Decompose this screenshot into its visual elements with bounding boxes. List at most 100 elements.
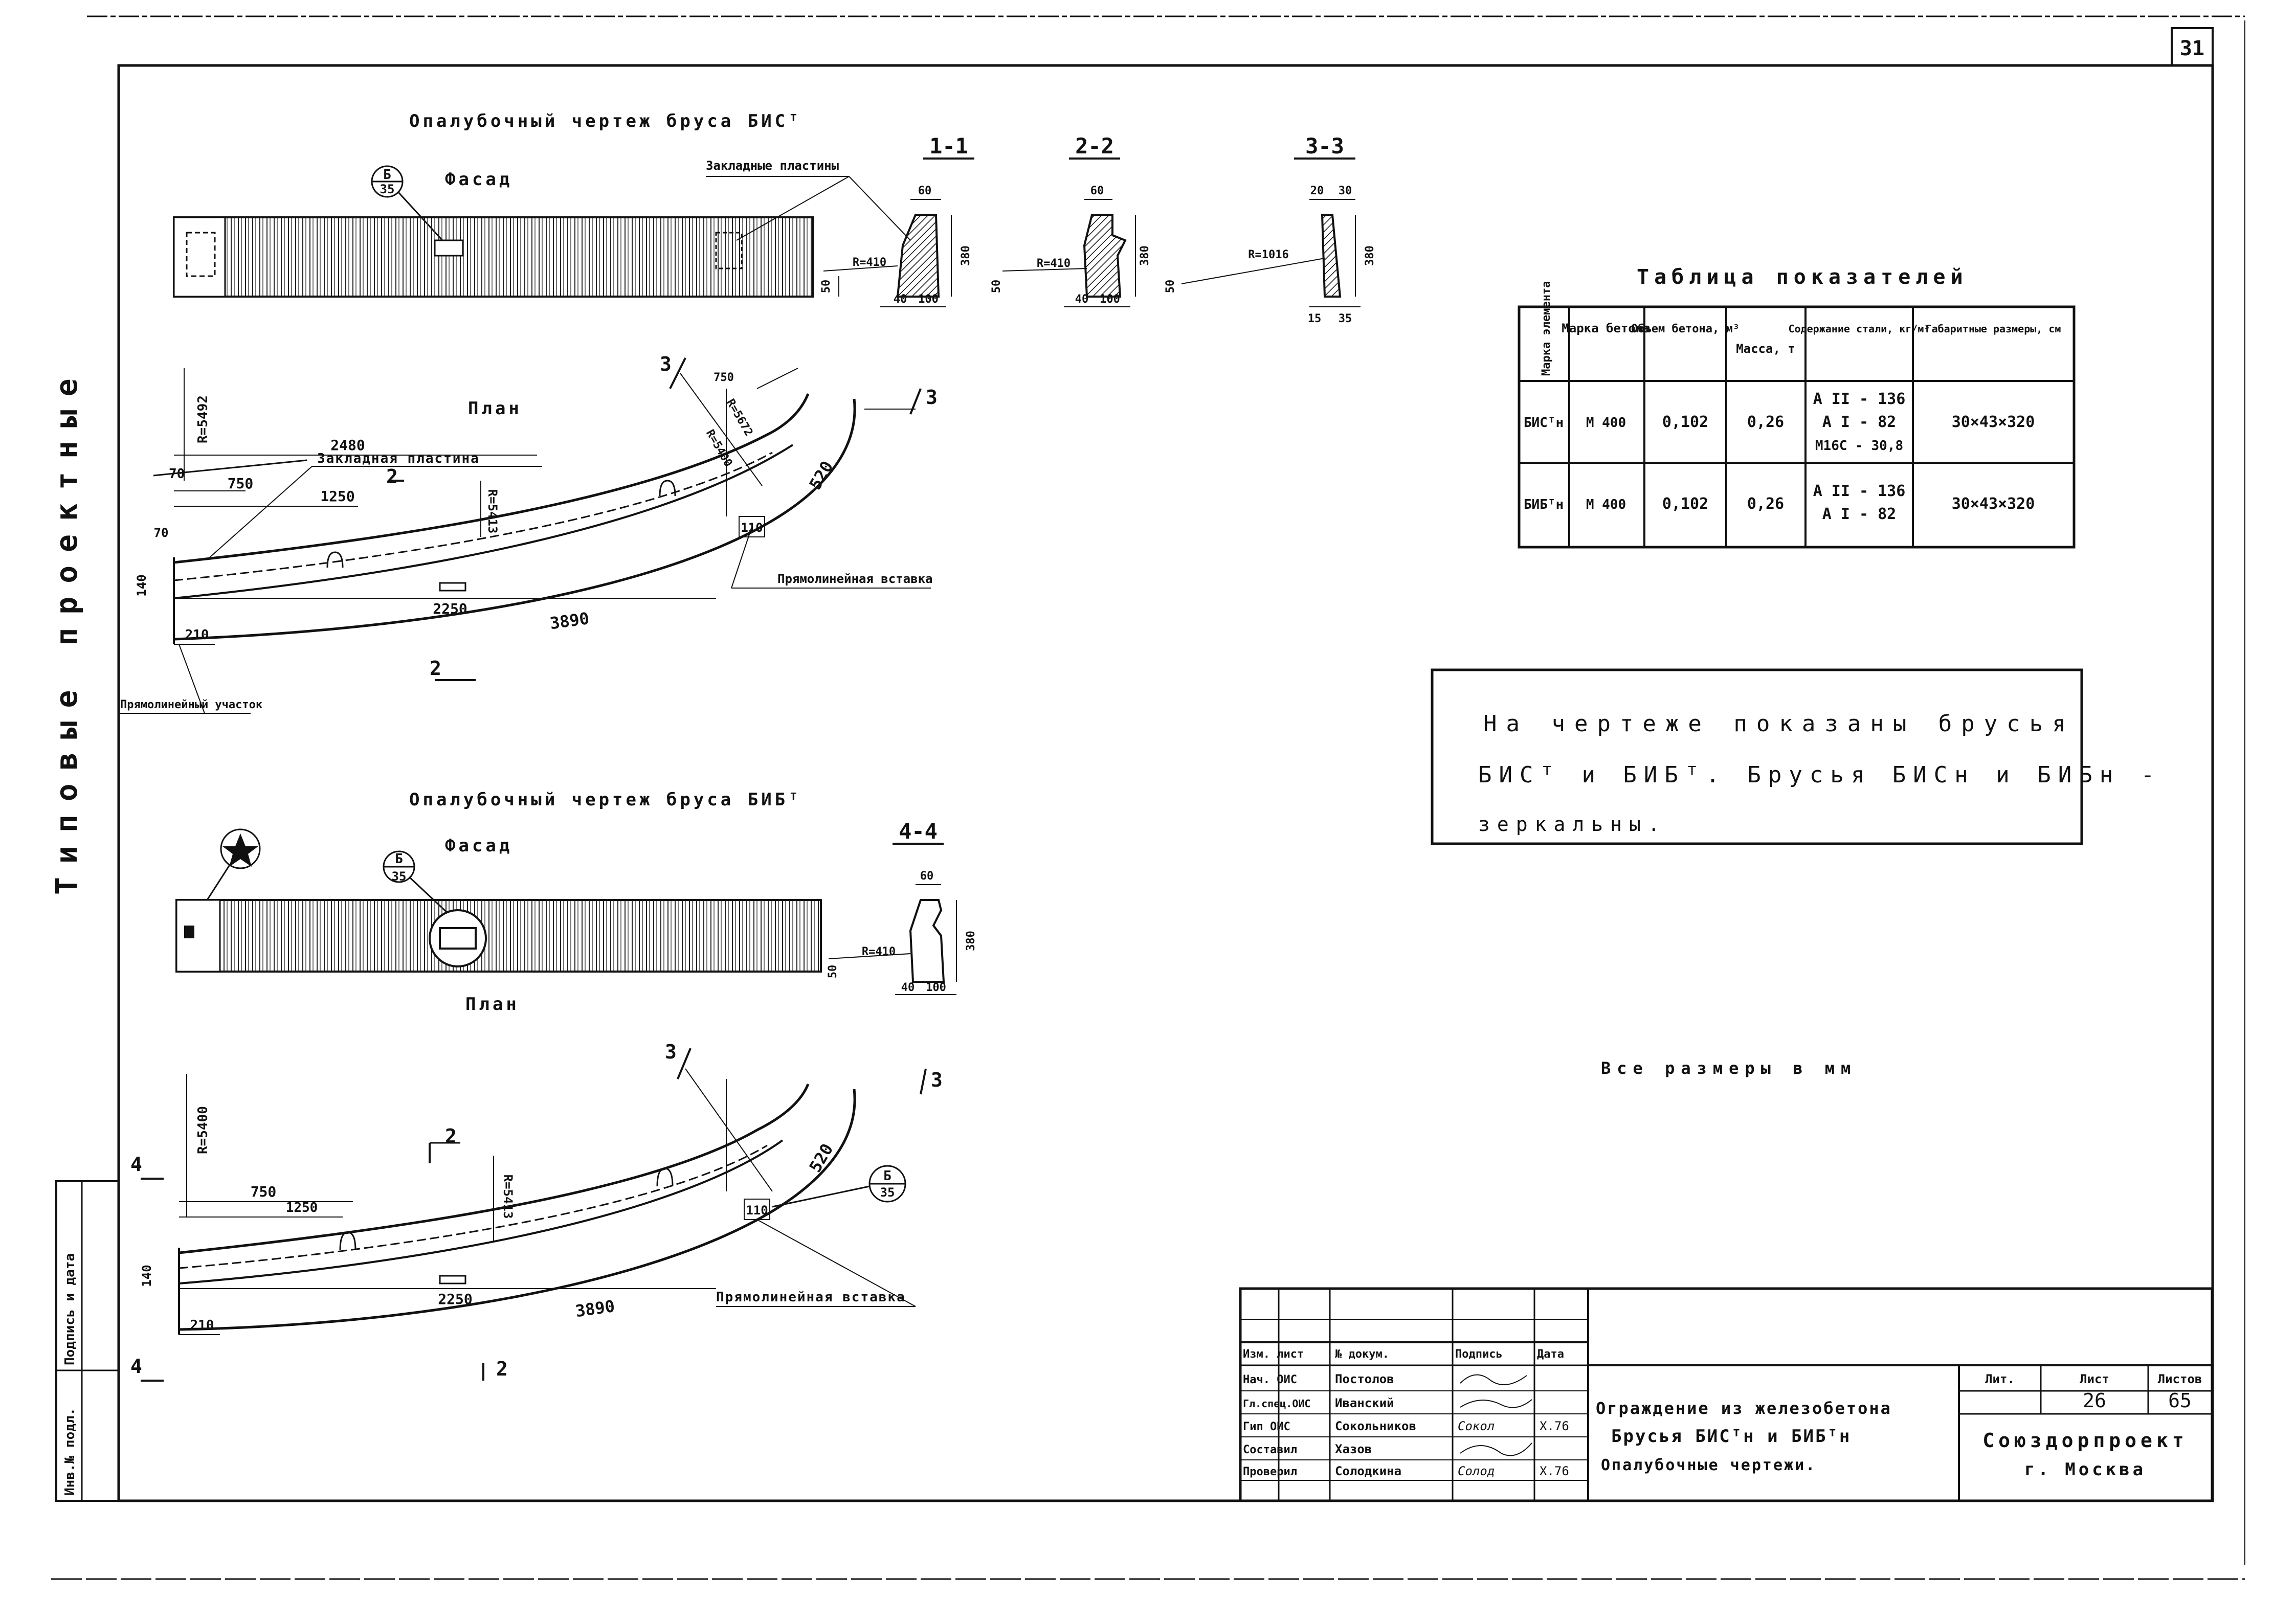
svg-text:R=1016: R=1016	[1248, 249, 1288, 261]
margin-vertical-text: Типовые проектные	[49, 365, 84, 895]
tb-name-1: Постолов	[1335, 1372, 1394, 1386]
svg-text:210: 210	[190, 1318, 214, 1333]
row1-size: 30×43×320	[1952, 413, 2035, 431]
table-title: Таблица показателей	[1637, 265, 1968, 289]
tb-sig-5: Солод	[1458, 1464, 1495, 1478]
tb-name-5: Солодкина	[1335, 1464, 1401, 1478]
tb-sheet-label: Лист	[2080, 1372, 2109, 1386]
svg-text:2: 2	[386, 465, 398, 488]
svg-text:110: 110	[746, 1203, 768, 1218]
drawing2-facade	[175, 899, 822, 973]
note-line-3: зеркальны.	[1478, 813, 1667, 836]
tb-org-2: г. Москва	[2024, 1459, 2146, 1480]
svg-text:1250: 1250	[320, 488, 354, 505]
drawing1-straight-insert-label: Прямолинейная вставка	[777, 572, 932, 586]
svg-text:4: 4	[130, 1153, 142, 1176]
th-concrete: Марка бетона	[1562, 321, 1650, 335]
svg-text:210: 210	[185, 627, 209, 643]
svg-text:Б: Б	[395, 851, 403, 867]
svg-text:35: 35	[1339, 312, 1352, 325]
svg-text:35: 35	[380, 182, 395, 196]
tb-description-2: Брусья БИСᵀн и БИБᵀн	[1611, 1426, 1851, 1447]
svg-text:Б: Б	[883, 1168, 891, 1184]
svg-text:15: 15	[1308, 312, 1322, 325]
svg-text:3: 3	[660, 353, 672, 375]
row1-steel-1: А II - 136	[1813, 390, 1906, 408]
svg-text:R=410: R=410	[862, 945, 896, 958]
svg-text:380: 380	[1139, 245, 1151, 266]
drawing2-callout-number: 35	[392, 869, 407, 884]
svg-text:R=5492: R=5492	[195, 395, 211, 443]
svg-text:3: 3	[931, 1069, 943, 1091]
svg-text:140: 140	[140, 1265, 154, 1287]
svg-text:20: 20	[1310, 185, 1324, 197]
svg-text:3-3: 3-3	[1305, 133, 1344, 159]
drawing1-cut-markers: 2 2 3 3	[386, 353, 938, 681]
svg-text:750: 750	[251, 1183, 277, 1200]
svg-text:50: 50	[827, 965, 839, 979]
svg-text:520: 520	[806, 458, 837, 493]
tb-stage-label: Лит.	[1985, 1372, 2015, 1386]
svg-text:2250: 2250	[433, 600, 467, 617]
row2-mass: 0,26	[1747, 495, 1784, 513]
svg-text:1250: 1250	[286, 1200, 318, 1215]
sheet-number-box	[2171, 27, 2214, 66]
th-element: Марка элемента	[1540, 281, 1553, 376]
note-box: На чертеже показаны брусья БИСᵀ и БИБᵀ. …	[1431, 668, 2161, 845]
drawing1-plan: 2480 1250 750 2250 3890 520 210 110 140 …	[135, 368, 856, 645]
tb-description-1: Ограждение из железобетона	[1596, 1399, 1892, 1418]
tb-sheets: 65	[2168, 1389, 2192, 1412]
svg-text:R=5413: R=5413	[485, 489, 500, 534]
note-line-2: БИСᵀ и БИБᵀ. Брусья БИСн и БИБн -	[1478, 762, 2161, 788]
svg-text:750: 750	[228, 475, 254, 492]
svg-text:Б: Б	[383, 167, 391, 183]
svg-text:30: 30	[1339, 185, 1352, 197]
svg-text:70: 70	[154, 526, 169, 540]
svg-text:140: 140	[135, 574, 149, 596]
tb-name-4: Хазов	[1335, 1442, 1372, 1456]
svg-text:60: 60	[918, 185, 932, 197]
svg-text:40: 40	[901, 981, 915, 994]
tb-role-2: Гл.спец.ОИС	[1243, 1398, 1310, 1410]
svg-text:R=5672: R=5672	[724, 397, 755, 438]
svg-text:50: 50	[820, 280, 833, 294]
tb-date-3: X.76	[1540, 1419, 1569, 1433]
row1-mass: 0,26	[1747, 413, 1784, 431]
note-line-1: На чертеже показаны брусья	[1483, 711, 2075, 737]
drawing1-straight-section-label: Прямолинейный участок	[120, 698, 262, 711]
svg-text:60: 60	[920, 870, 934, 883]
stamp-signature-date: Подпись и дата	[62, 1253, 78, 1365]
svg-text:2: 2	[445, 1125, 457, 1147]
tb-role-5: Проверил	[1243, 1466, 1297, 1478]
th-volume: Объем бетона, м³	[1631, 323, 1740, 335]
svg-text:100: 100	[926, 981, 946, 994]
left-stamp: Инв.№ подл. Подпись и дата	[55, 1180, 120, 1502]
tb-date-5: X.76	[1540, 1464, 1569, 1478]
row2-size: 30×43×320	[1952, 495, 2035, 513]
svg-text:70: 70	[169, 466, 185, 482]
svg-text:3: 3	[665, 1041, 677, 1063]
th-size: Габаритные размеры, см	[1926, 323, 2061, 335]
svg-text:35: 35	[234, 849, 247, 862]
drawing2-straight-insert-label: Прямолинейная вставка	[716, 1290, 906, 1305]
th-steel: Содержание стали, кг/м³	[1789, 323, 1930, 335]
svg-text:2250: 2250	[438, 1291, 472, 1308]
svg-text:3: 3	[926, 386, 938, 409]
tb-sheets-label: Листов	[2158, 1372, 2202, 1386]
svg-text:50: 50	[1164, 280, 1177, 294]
tb-sheet: 26	[2083, 1389, 2106, 1412]
drawing1-embedded-plates-label: Закладные пластины	[706, 159, 839, 173]
row2-steel-1: А II - 136	[1813, 482, 1906, 500]
svg-text:50: 50	[990, 280, 1003, 294]
tb-name-3: Сокольников	[1335, 1419, 1416, 1433]
drawing1-plan-label: План	[468, 398, 522, 419]
tb-sig-3: Сокол	[1458, 1419, 1495, 1433]
svg-text:380: 380	[960, 245, 972, 266]
drawing1-title: Опалубочный чертеж бруса БИСᵀ	[409, 111, 802, 131]
tb-name-0: № докум.	[1335, 1348, 1389, 1361]
drawing1-embedded-plate-label: Закладная пластина	[317, 451, 480, 466]
tb-role-1: Нач. ОИС	[1243, 1373, 1297, 1386]
svg-text:520: 520	[806, 1140, 837, 1176]
stamp-inv-number: Инв.№ подл.	[62, 1408, 78, 1496]
tb-role-4: Составил	[1243, 1444, 1297, 1456]
